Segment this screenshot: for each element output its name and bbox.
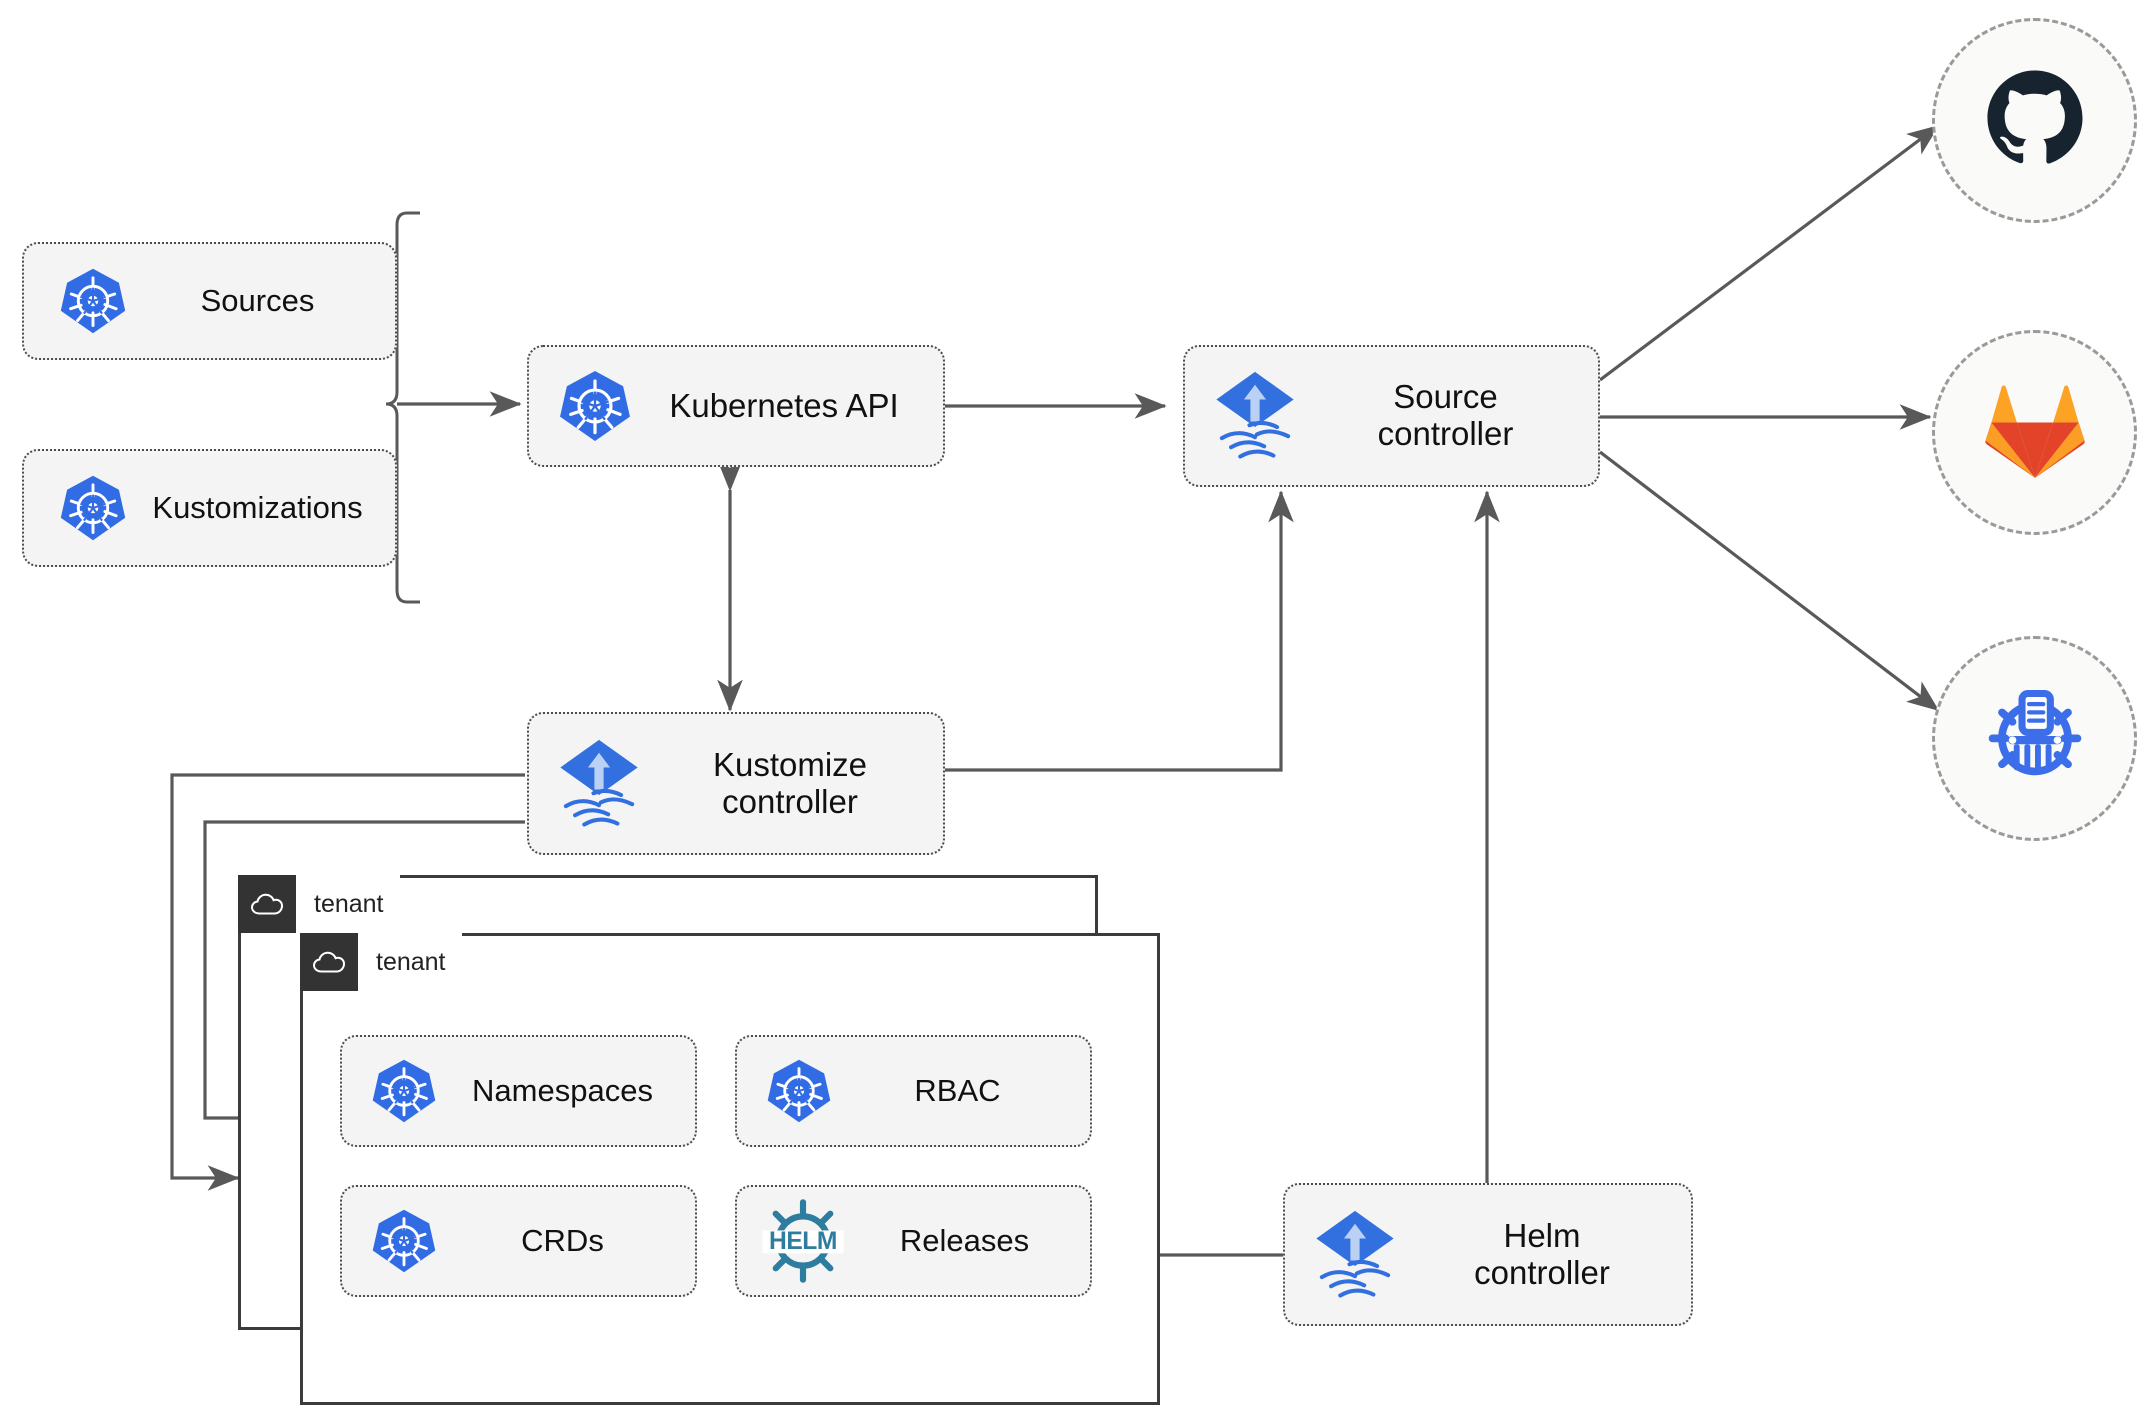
gitlab-icon [1981,380,2089,485]
tenant-resource-crds[interactable]: CRDs [340,1185,697,1297]
kubernetes-icon [58,266,128,336]
kubernetes-icon [557,368,633,444]
kubernetes-icon [370,1207,438,1275]
helm-repository-icon [1976,677,2094,800]
cloud-icon [238,875,296,933]
node-source-controller-label: Source controller [1377,378,1514,452]
flux-icon [553,736,645,832]
github-icon [1981,64,2089,177]
resource-sources-label: Sources [200,282,315,318]
tenant-resource-crds-label: CRDs [521,1222,604,1258]
external-gitlab[interactable] [1932,330,2137,535]
node-kustomize-controller-label: Kustomize controller [712,745,868,820]
wire-sourcectrl-to-bucket [1599,450,1940,712]
tenant-resource-namespaces-label: Namespaces [472,1072,653,1108]
tenant-resource-namespaces[interactable]: Namespaces [340,1035,697,1147]
resource-sources[interactable]: Sources [22,242,397,360]
node-kustomize-controller[interactable]: Kustomize controller [527,712,945,855]
external-helm-repository[interactable] [1932,636,2137,841]
node-kubernetes-api[interactable]: Kubernetes API [527,345,945,467]
kubernetes-icon [370,1057,438,1125]
node-source-controller[interactable]: Source controller [1183,345,1600,487]
tenant-resource-releases-label: Releases [899,1222,1030,1258]
cloud-icon [300,933,358,991]
resource-kustomizations[interactable]: Kustomizations [22,449,397,567]
wire-sourcectrl-to-github [1599,124,1940,382]
helm-icon: HELM [759,1197,847,1285]
tenant-inner-header: tenant [300,933,462,991]
external-github[interactable] [1932,18,2137,223]
tenant-resource-rbac-label: RBAC [914,1072,1001,1108]
flux-icon [1209,368,1301,464]
helm-wordmark: HELM [769,1228,837,1255]
tenant-inner-label: tenant [358,933,462,991]
node-helm-controller[interactable]: Helm controller [1283,1183,1693,1326]
tenant-resource-rbac[interactable]: RBAC [735,1035,1092,1147]
node-kubernetes-api-label: Kubernetes API [669,386,899,424]
tenant-outer-label: tenant [296,875,400,933]
wire-resources-brace [385,211,420,604]
resource-kustomizations-label: Kustomizations [152,489,363,525]
tenant-inner-container [300,933,1160,1405]
wire-kustomizectrl-to-sourcectrl [940,490,1294,772]
wire-kustomizectrl-to-tenant-outer [170,773,525,1191]
kubernetes-icon [58,473,128,543]
kubernetes-icon [765,1057,833,1125]
tenant-resource-releases[interactable]: HELM Releases [735,1185,1092,1297]
node-helm-controller-label: Helm controller [1474,1216,1610,1291]
flux-icon [1309,1207,1401,1303]
tenant-outer-header: tenant [238,875,400,933]
